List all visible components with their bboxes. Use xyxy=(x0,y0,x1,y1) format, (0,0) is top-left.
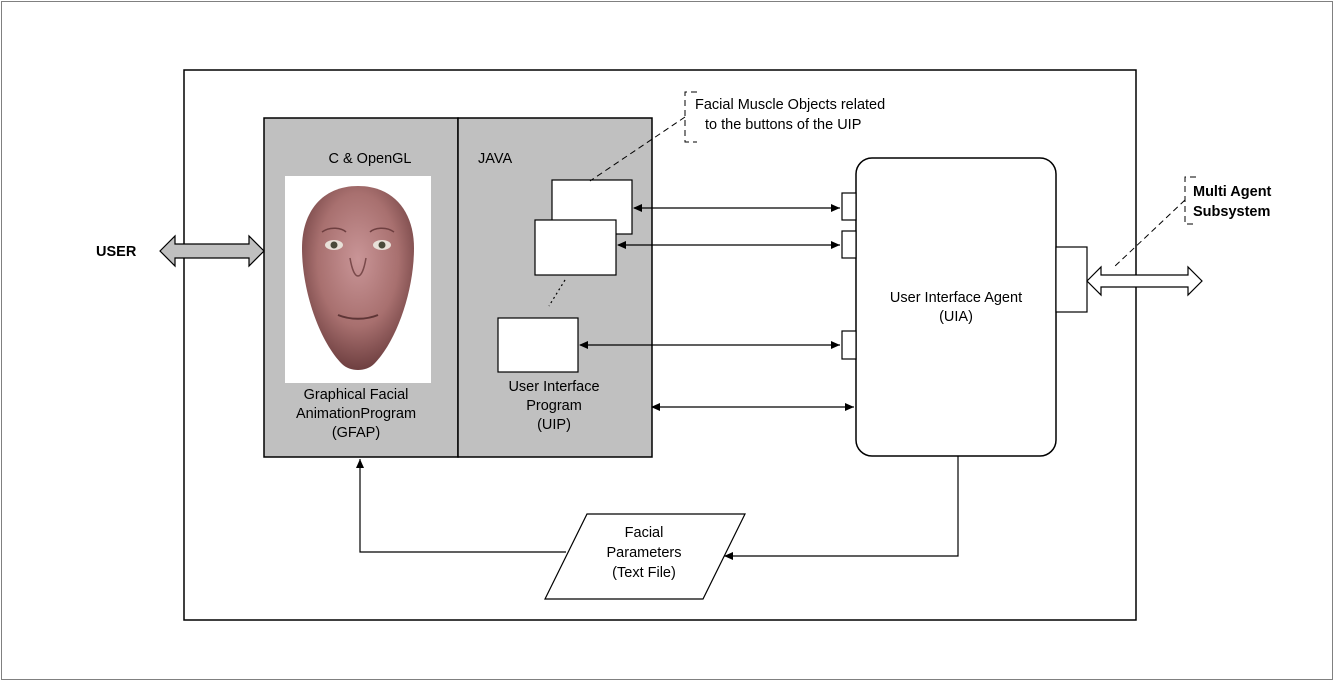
callout-multi-agent: Multi Agent Subsystem xyxy=(1112,176,1272,269)
muscle-object-window-front xyxy=(534,219,617,276)
callout-fmo-line1: Facial Muscle Objects related xyxy=(695,97,885,113)
mas-label-line2: Subsystem xyxy=(1193,204,1270,220)
uip-label-line2: Program xyxy=(526,398,582,414)
gfap-label-line1: Graphical Facial xyxy=(304,387,409,403)
uip-label-line1: User Interface xyxy=(508,379,599,395)
callout-fmo-line2: to the buttons of the UIP xyxy=(705,117,861,133)
uia-port-external xyxy=(1055,246,1088,313)
ellipsis-dots xyxy=(548,279,566,307)
multi-agent-double-arrow xyxy=(1086,265,1203,297)
fp-label-line2: Parameters xyxy=(607,545,682,561)
connector-parameters-to-gfap xyxy=(356,459,566,553)
c-opengl-label: C & OpenGL xyxy=(328,151,411,167)
fp-label-line1: Facial xyxy=(625,525,664,541)
uia-port-3 xyxy=(841,330,857,360)
gfap-label-line2: AnimationProgram xyxy=(296,406,416,422)
uia-label-line2: (UIA) xyxy=(939,309,973,325)
uip-label-line3: (UIP) xyxy=(537,417,571,433)
uia-port-1 xyxy=(841,192,857,221)
callout-facial-muscle-objects: Facial Muscle Objects related to the but… xyxy=(589,91,885,182)
user-label: USER xyxy=(96,244,137,260)
facial-parameters-box xyxy=(544,513,746,600)
uia-box xyxy=(855,157,1057,457)
face-render-image xyxy=(285,176,431,383)
java-label: JAVA xyxy=(478,151,512,167)
fp-label-line3: (Text File) xyxy=(612,565,676,581)
mas-label-line1: Multi Agent xyxy=(1193,184,1272,200)
uia-port-2 xyxy=(841,230,857,259)
system-boundary xyxy=(183,69,1137,621)
user-double-arrow xyxy=(159,234,265,268)
uia-label-line1: User Interface Agent xyxy=(890,290,1022,306)
uip-window xyxy=(497,317,579,373)
gfap-label-line3: (GFAP) xyxy=(332,425,380,441)
connector-uia-to-parameters xyxy=(724,456,959,560)
java-panel xyxy=(457,117,653,458)
